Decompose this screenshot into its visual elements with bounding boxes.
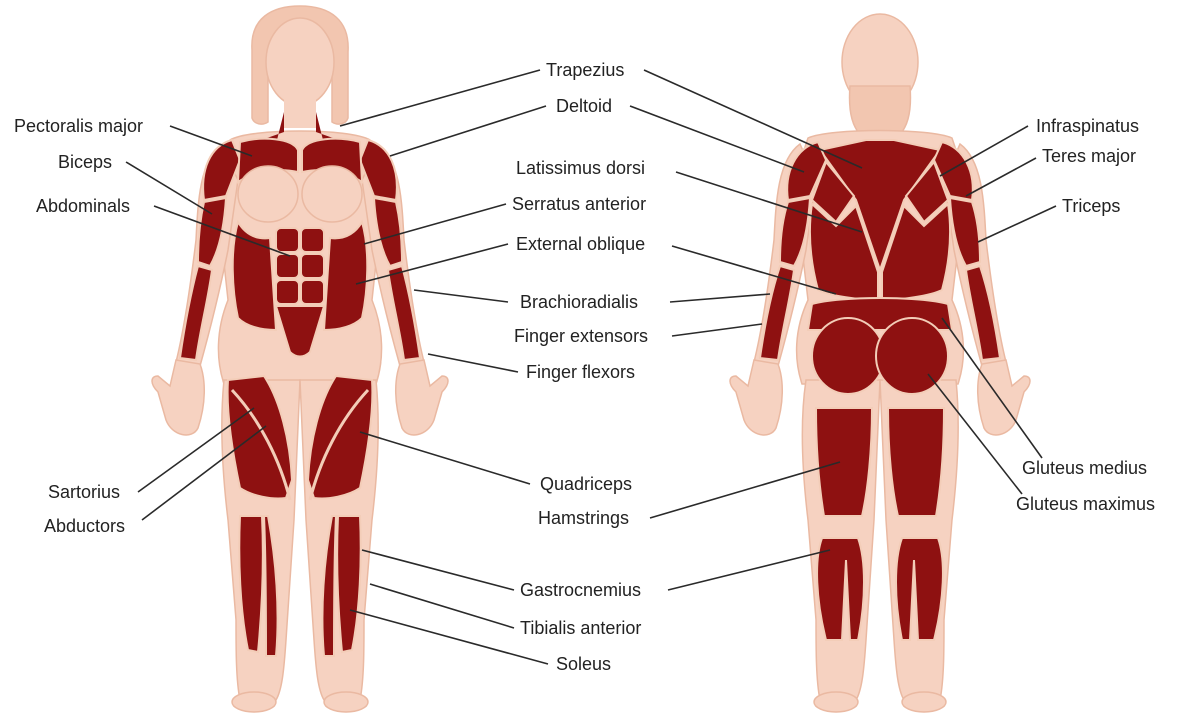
label-sartorius: Sartorius bbox=[48, 482, 120, 502]
back-right-foot bbox=[902, 692, 946, 712]
label-gastrocnemius: Gastrocnemius bbox=[520, 580, 641, 600]
front-figure bbox=[152, 6, 448, 712]
front-right-hand bbox=[396, 360, 448, 435]
leader-biceps bbox=[126, 162, 212, 214]
label-abdominals: Abdominals bbox=[36, 196, 130, 216]
leader-deltoid bbox=[390, 106, 546, 156]
leader-soleus bbox=[350, 610, 548, 664]
label-external-oblique: External oblique bbox=[516, 234, 645, 254]
label-gluteus-maximus: Gluteus maximus bbox=[1016, 494, 1155, 514]
label-teres-major: Teres major bbox=[1042, 146, 1136, 166]
leader-gastrocnemius-front bbox=[362, 550, 514, 590]
back-left-hand bbox=[730, 360, 782, 435]
front-right-oblique-muscle bbox=[324, 222, 367, 330]
label-biceps: Biceps bbox=[58, 152, 112, 172]
label-latissimus-dorsi: Latissimus dorsi bbox=[516, 158, 645, 178]
back-left-gastrocnemius-muscle bbox=[817, 538, 864, 640]
back-right-hand bbox=[978, 360, 1030, 435]
label-deltoid: Deltoid bbox=[556, 96, 612, 116]
front-left-breast bbox=[238, 166, 298, 222]
front-head bbox=[266, 18, 334, 106]
leader-quadriceps bbox=[360, 432, 530, 484]
label-abductors: Abductors bbox=[44, 516, 125, 536]
label-trapezius: Trapezius bbox=[546, 60, 624, 80]
front-right-breast bbox=[302, 166, 362, 222]
back-right-hamstring-muscle bbox=[888, 408, 944, 516]
label-quadriceps: Quadriceps bbox=[540, 474, 632, 494]
label-serratus-anterior: Serratus anterior bbox=[512, 194, 646, 214]
leader-finger-flexors bbox=[428, 354, 518, 372]
leader-finger-extensors bbox=[672, 324, 762, 336]
back-left-gluteus-maximus-muscle bbox=[812, 318, 884, 394]
back-figure bbox=[730, 14, 1030, 712]
front-left-oblique-muscle bbox=[233, 222, 276, 330]
leader-brachioradialis-front bbox=[414, 290, 508, 302]
leader-deltoid-back bbox=[630, 106, 804, 172]
leader-gastrocnemius-back bbox=[668, 550, 830, 590]
label-hamstrings: Hamstrings bbox=[538, 508, 629, 528]
label-brachioradialis: Brachioradialis bbox=[520, 292, 638, 312]
back-right-gastrocnemius-muscle bbox=[896, 538, 943, 640]
front-neck bbox=[284, 100, 316, 128]
leader-triceps bbox=[978, 206, 1056, 242]
label-gluteus-medius: Gluteus medius bbox=[1022, 458, 1147, 478]
leader-brachioradialis-back bbox=[670, 294, 770, 302]
front-left-hand bbox=[152, 360, 204, 435]
label-finger-flexors: Finger flexors bbox=[526, 362, 635, 382]
label-tibialis-anterior: Tibialis anterior bbox=[520, 618, 641, 638]
back-left-foot bbox=[814, 692, 858, 712]
label-finger-extensors: Finger extensors bbox=[514, 326, 648, 346]
label-triceps: Triceps bbox=[1062, 196, 1120, 216]
back-right-gluteus-maximus-muscle bbox=[876, 318, 948, 394]
back-left-hamstring-muscle bbox=[816, 408, 872, 516]
label-infraspinatus: Infraspinatus bbox=[1036, 116, 1139, 136]
front-left-foot bbox=[232, 692, 276, 712]
front-right-foot bbox=[324, 692, 368, 712]
label-soleus: Soleus bbox=[556, 654, 611, 674]
label-pectoralis-major: Pectoralis major bbox=[14, 116, 143, 136]
